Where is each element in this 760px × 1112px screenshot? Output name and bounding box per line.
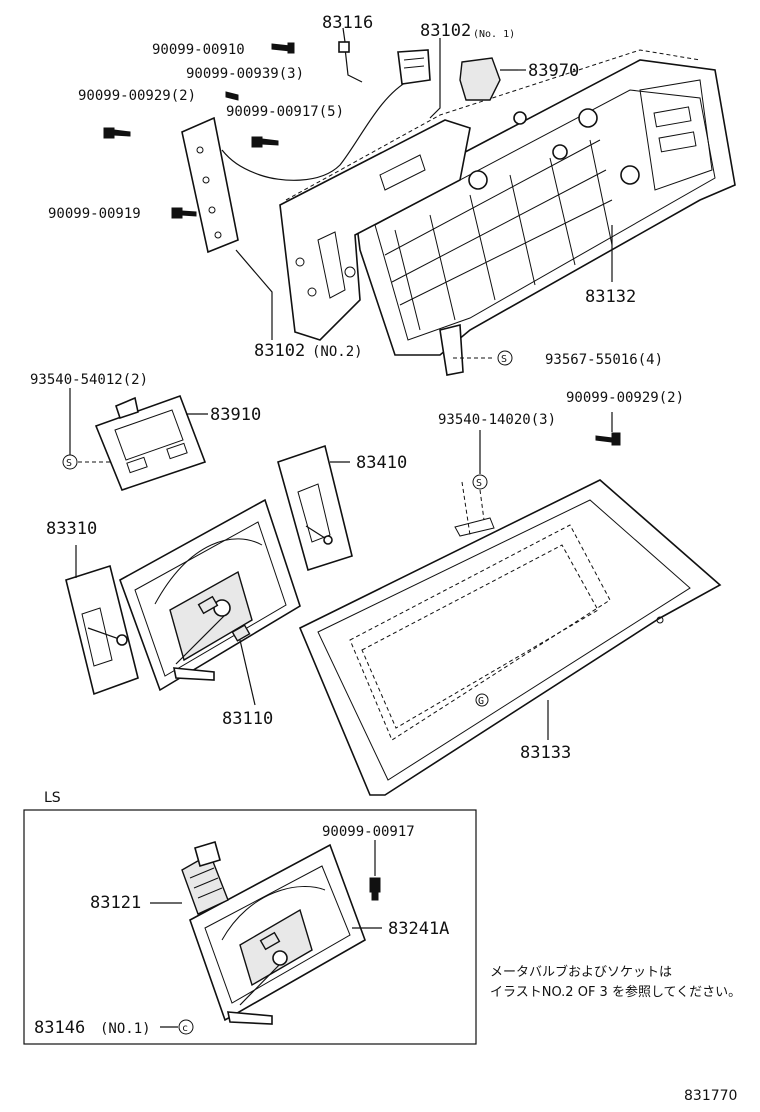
- printed-circuit-83102-no2: [181, 116, 239, 254]
- diagram-id: 831770: [684, 1088, 737, 1104]
- speedometer-83110: [119, 498, 301, 706]
- label-93540-54012: 93540-54012(2): [30, 372, 148, 388]
- svg-text:G: G: [478, 696, 484, 707]
- screw-90099-00929-mid: [595, 412, 621, 446]
- leader-lines-top: S: [235, 27, 613, 366]
- label-93567-55016: 93567-55016(4): [545, 352, 663, 368]
- screw-90099-00917-ls: [369, 840, 381, 901]
- label-83102-no1: 83102: [420, 21, 471, 41]
- speedometer-83241A: [189, 843, 382, 1025]
- screw-90099-00917-top: [251, 136, 279, 148]
- wire-harness: [221, 41, 431, 181]
- note-line-2: イラストNO.2 OF 3 を参照してください。: [490, 984, 741, 1000]
- label-90099-00929-mid: 90099-00929(2): [566, 390, 684, 406]
- label-83241A: 83241A: [388, 919, 449, 939]
- meter-cover-83133: G: [298, 479, 722, 796]
- label-90099-00917-top: 90099-00917(5): [226, 104, 344, 120]
- label-90099-00919: 90099-00919: [48, 206, 141, 222]
- screw-90099-00929-top: [103, 127, 131, 139]
- note-line-1: メータバルブおよびソケットは: [490, 964, 672, 980]
- label-83116: 83116: [322, 13, 373, 33]
- label-83970: 83970: [528, 61, 579, 81]
- svg-text:S: S: [501, 354, 507, 365]
- bulb-83146: c: [160, 1019, 194, 1035]
- screw-90099-00919: [171, 207, 197, 219]
- label-83132: 83132: [585, 287, 636, 307]
- gauge-83310: [65, 545, 139, 696]
- label-90099-00929-top: 90099-00929(2): [78, 88, 196, 104]
- display-unit-83910: S: [62, 388, 208, 491]
- printed-circuit-83102-no1: [279, 119, 471, 341]
- socket-83970: [459, 57, 518, 101]
- speed-sensor-83121: [150, 840, 229, 915]
- label-83102-no1-note: (No. 1): [473, 29, 515, 40]
- label-83102-no2-note: (NO.2): [312, 344, 363, 360]
- screw-90099-00939: [225, 91, 239, 101]
- ls-variant-box: [23, 809, 477, 1045]
- label-90099-00910: 90099-00910: [152, 42, 245, 58]
- screw-93540-14020: S: [461, 430, 488, 536]
- meter-case-83132: [285, 49, 736, 376]
- screw-90099-00910: [271, 42, 295, 54]
- svg-text:S: S: [476, 478, 482, 489]
- label-83102-no2: 83102: [254, 341, 305, 361]
- label-93540-14020: 93540-14020(3): [438, 412, 556, 428]
- label-ls: LS: [44, 790, 61, 806]
- gauge-83410: [277, 444, 353, 572]
- label-83910: 83910: [210, 405, 261, 425]
- label-90099-00939: 90099-00939(3): [186, 66, 304, 82]
- part-labels: 83116 83102 (No. 1) 90099-00910 90099-00…: [30, 13, 741, 1104]
- label-83121: 83121: [90, 893, 141, 913]
- label-83146-note: (NO.1): [100, 1021, 151, 1037]
- label-83146: 83146: [34, 1018, 85, 1038]
- svg-text:c: c: [182, 1023, 188, 1034]
- label-83110: 83110: [222, 709, 273, 729]
- label-83410: 83410: [356, 453, 407, 473]
- label-90099-00917-ls: 90099-00917: [322, 824, 415, 840]
- label-83310: 83310: [46, 519, 97, 539]
- label-83133: 83133: [520, 743, 571, 763]
- svg-text:S: S: [66, 458, 72, 469]
